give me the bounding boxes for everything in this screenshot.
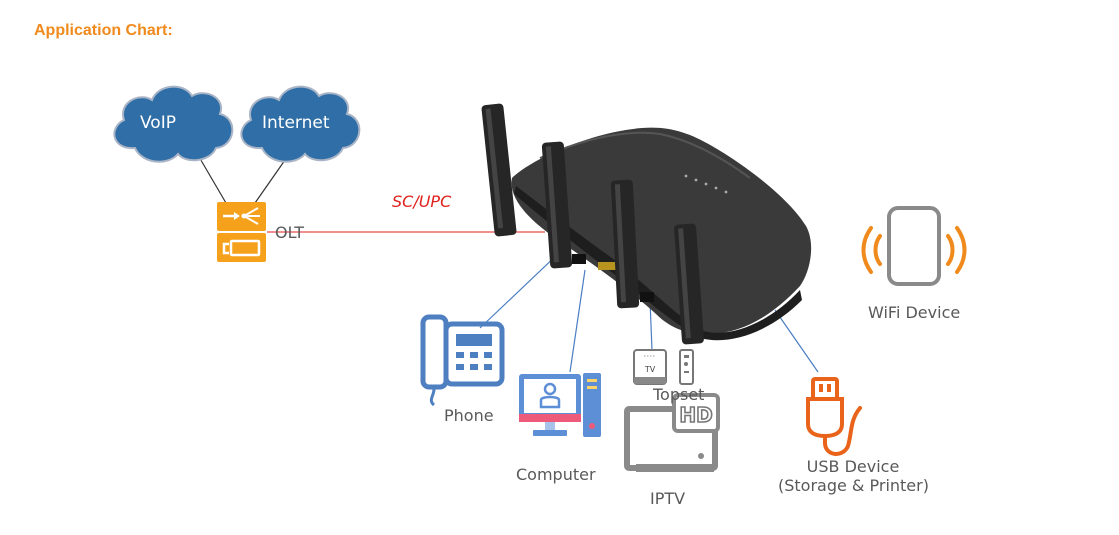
- topset-icon: [633, 349, 694, 385]
- voip-cloud-icon: [113, 85, 234, 163]
- wifi-device-icon: [861, 206, 967, 286]
- voip-label: VoIP: [140, 113, 176, 133]
- internet-label: Internet: [262, 113, 330, 133]
- sc-upc-label: SC/UPC: [392, 192, 452, 211]
- phone-icon: [420, 314, 505, 407]
- phone-cable: [479, 251, 561, 329]
- wifi-device-label: WiFi Device: [868, 303, 961, 322]
- iptv-label: IPTV: [650, 489, 686, 508]
- olt-icon: [217, 202, 266, 262]
- usb-icon: [806, 377, 862, 456]
- router-icon: [481, 103, 812, 345]
- iptv-icon: [624, 393, 720, 472]
- usb-device-label: USB Device (Storage & Printer): [778, 457, 929, 495]
- tv-badge: TV: [644, 365, 656, 374]
- usb-device-label-line2: (Storage & Printer): [778, 476, 929, 495]
- usb-cable: [774, 309, 819, 373]
- computer-icon: [519, 373, 601, 437]
- internet-cloud-icon: [240, 85, 361, 163]
- usb-device-label-line1: USB Device: [806, 457, 900, 476]
- chart-title: Application Chart:: [34, 22, 173, 39]
- computer-cable: [569, 269, 586, 373]
- olt-label: OLT: [275, 223, 305, 242]
- hd-badge: HD: [679, 403, 712, 427]
- topset-label: Topset: [653, 385, 705, 404]
- computer-label: Computer: [516, 465, 596, 484]
- phone-label: Phone: [444, 406, 494, 425]
